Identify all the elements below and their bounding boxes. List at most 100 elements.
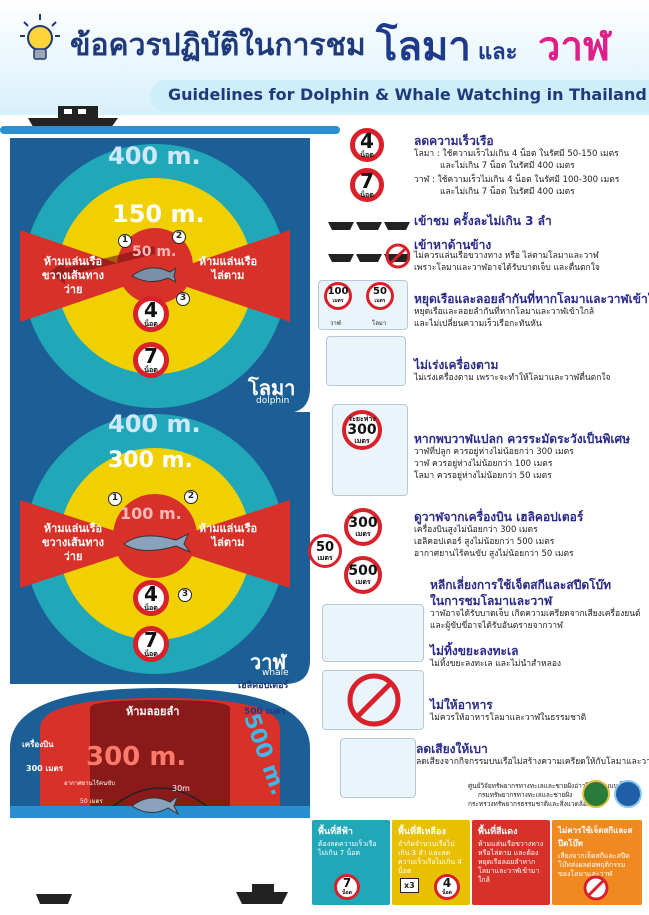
- rule-9-line-1: ไม่ทิ้งขยะลงทะเล และไม่นำสำหลอง: [430, 659, 562, 669]
- whale-ring-label-400: 400 m.: [108, 410, 201, 438]
- distance-30m: 30m: [172, 784, 190, 793]
- rule-10-line-1: ไม่ควรให้อาหารโลมาและวาฬในธรรมชาติ: [430, 713, 587, 723]
- rule-9-title: ไม่ทิ้งขยะลงทะเล: [430, 644, 519, 658]
- whale-air-icon: [131, 794, 180, 816]
- org-line-1: ศูนย์วิจัยทรัพยากรทางทะเลและชายฝั่งอ่าวไ…: [468, 782, 626, 790]
- rule-1-line-1: โลมา : ใช้ความเร็วไม่เกิน 4 น็อต ในรัศมี…: [414, 149, 619, 159]
- rule-1-line-2: และไม่เกิน 7 น็อต ในรัศมี 400 เมตร: [440, 161, 575, 171]
- whale-icon: [123, 532, 192, 554]
- no-jetski-icon: [583, 875, 609, 901]
- whale-no-follow-label: ห้ามแล่นเรือไล่ตาม: [198, 522, 258, 549]
- whale-boat-2-badge: 2: [184, 490, 198, 504]
- rule-5-title: ไม่เร่งเครื่องตาม: [414, 358, 499, 372]
- rule-1-line-4: และไม่เกิน 7 น็อต ในรัศมี 400 เมตร: [440, 187, 575, 197]
- legend-blue-title: พื้นที่สีฟ้า: [318, 827, 353, 837]
- whale-boat-3-badge: 3: [178, 588, 192, 602]
- rule-7-line-2: เฮลิคอปเตอร์ สูงไม่น้อยกว่า 500 เมตร: [414, 537, 555, 547]
- rule-8-image: [322, 604, 424, 662]
- rule-8-title: หลีกเลี่ยงการใช้เจ็ตสกีและสปีดโบ๊ท: [430, 578, 612, 592]
- rule-4-line-2: และไม่เปลี่ยนความเร็วเรือกะทันหัน: [414, 319, 542, 329]
- whale-boat-1-badge: 1: [108, 492, 122, 506]
- ministry-seal-logo: [582, 780, 610, 808]
- whale-tag: วาฬ: [330, 320, 341, 327]
- helicopter-distance: 500 เมตร: [244, 707, 286, 717]
- rule-5-line-1: ไม่เร่งเครื่องตาม เพราะจะทำให้โลมาและวาฬ…: [414, 373, 611, 383]
- legend-yellow-title: พื้นที่สีเหลือง: [398, 827, 446, 837]
- legend-yellow-text: จำกัดจำนวนเรือไม่เกิน 3 ลำ และลดความเร็ว…: [398, 840, 462, 875]
- department-logo: [614, 780, 642, 808]
- no-follow-label: ห้ามแล่นเรือไล่ตาม: [198, 255, 258, 282]
- rule-11-line-1: ลดเสียงจากกิจกรรมบนเรือไม่สร้างความเครีย…: [416, 757, 649, 767]
- legend-blue-text: ต้องลดความเร็วเรือไม่เกิน 7 น็อต: [318, 840, 377, 857]
- whale-ring-label-300: 300 m.: [108, 448, 193, 473]
- title-and: และ: [478, 40, 518, 65]
- legend-red-text: ห้ามแล่นเรือขวางทางหรือไล่ตาม และต้องหยุ…: [478, 840, 544, 884]
- rule-6-line-2: วาฬ ควรอยู่ห่างไม่น้อยกว่า 100 เมตร: [414, 459, 553, 469]
- whale-no-cross-label: ห้ามแล่นเรือขวางเส้นทางว่าย: [41, 522, 105, 563]
- rule-3-line-2: เพราะโลมาและวาฬอาจได้รับบาดเจ็บ และตื่นต…: [414, 263, 600, 273]
- rule-11-image: [340, 738, 416, 798]
- three-boats-icon: [328, 222, 410, 269]
- helicopter-label: เฮลิคอปเตอร์: [238, 681, 289, 691]
- rule-8-line-1: วาฬอาจได้รับบาดเจ็บ เกิดความเครียดจากเสี…: [430, 609, 641, 619]
- title-dolphin: โลมา: [376, 24, 471, 70]
- no-cross-label: ห้ามแล่นเรือขวางเส้นทางว่าย: [41, 255, 105, 296]
- bottom-boat-icon: [236, 884, 288, 904]
- rule-8-line-2: และผู้ขับขี่อาจได้รับอันตรายจากวาฬ: [430, 621, 563, 631]
- dolphin-tag: โลมา: [372, 320, 387, 327]
- ring-label-300m: 300 m.: [86, 742, 187, 772]
- ring-label-400: 400 m.: [108, 142, 201, 170]
- drone-label: อากาศยานไร้คนขับ: [64, 780, 116, 787]
- rule-4-line-1: หยุดเรือและลอยลำกันที่หากโลมาและวาฬเข้าใ…: [414, 307, 595, 317]
- no-hover-label: ห้ามลอยลำ: [126, 705, 180, 718]
- page-subtitle-english: Guidelines for Dolphin & Whale Watching …: [168, 85, 647, 104]
- rule-7-line-3: อากาศยานไร้คนขับ สูงไม่น้อยกว่า 50 เมตร: [414, 549, 574, 559]
- legend-jetski-title: ไม่ควรใช้เจ็ตสกีและสปีดโบ๊ท: [558, 826, 633, 848]
- airplane-label: เครื่องบิน: [22, 740, 54, 749]
- rule-11-title: ลดเสียงให้เบา: [416, 742, 488, 756]
- sea-wave: [0, 126, 340, 134]
- aircraft-zone-diagram: [10, 688, 310, 818]
- rule-7-line-1: เครื่องบินสูงไม่น้อยกว่า 300 เมตร: [414, 525, 538, 535]
- ring-label-50: 50 m.: [132, 244, 177, 260]
- subtitle-bar: [150, 80, 649, 112]
- boat-2-badge: 2: [172, 230, 186, 244]
- legend-blue-zone: พื้นที่สีฟ้า ต้องลดความเร็วเรือไม่เกิน 7…: [312, 820, 390, 905]
- title-whale: วาฬ: [538, 24, 611, 70]
- legend-red-title: พื้นที่สีแดง: [478, 827, 518, 837]
- whale-name-english: whale: [262, 668, 289, 678]
- rule-6-line-1: วาฬที่ปลูก ควรอยู่ห่างไม่น้อยกว่า 300 เม…: [414, 447, 574, 457]
- legend-boats-x3: x3: [400, 878, 419, 893]
- rule-10-title: ไม่ให้อาหาร: [430, 698, 493, 712]
- no-feeding-icon: [347, 673, 401, 727]
- lightbulb-icon: [20, 14, 60, 60]
- legend-jetski-zone: ไม่ควรใช้เจ็ตสกีและสปีดโบ๊ท เสียงจากเจ็ต…: [552, 820, 642, 905]
- legend-red-zone: พื้นที่สีแดง ห้ามแล่นเรือขวางทางหรือไล่ต…: [472, 820, 550, 905]
- legend-yellow-zone: พื้นที่สีเหลือง จำกัดจำนวนเรือไม่เกิน 3 …: [392, 820, 470, 905]
- rule-4-title: หยุดเรือและลอยลำกันที่หากโลมาและวาฬเข้าใ…: [414, 292, 649, 306]
- rule-1-line-3: วาฬ : ใช้ความเร็วไม่เกิน 4 น็อต ในรัศมี …: [414, 175, 620, 185]
- page-title-thai: ข้อควรปฏิบัติในการชม: [70, 28, 366, 63]
- rule-2-title: เข้าชม ครั้งละไม่เกิน 3 ลำ: [414, 214, 552, 228]
- whale-ring-label-100: 100 m.: [120, 504, 182, 523]
- dolphin-name-english: dolphin: [256, 396, 290, 406]
- ring-label-150: 150 m.: [112, 200, 205, 228]
- rule-3-title: เข้าหาด้านข้าง: [414, 238, 492, 252]
- org-line-2: กรมทรัพยากรทางทะเลและชายฝั่ง: [478, 791, 573, 799]
- boat-1-badge: 1: [118, 234, 132, 248]
- rule-8-title-2: ในการชมโลมาและวาฬ: [430, 594, 553, 608]
- dolphin-icon: [131, 267, 176, 283]
- rule-3-line-1: ไม่ควรแล่นเรือขวางทาง หรือ ไล่ตามโลมาและ…: [414, 251, 599, 261]
- rule-6-title: หากพบวาฬแปลก ควรระมัดระวังเป็นพิเศษ: [414, 432, 631, 446]
